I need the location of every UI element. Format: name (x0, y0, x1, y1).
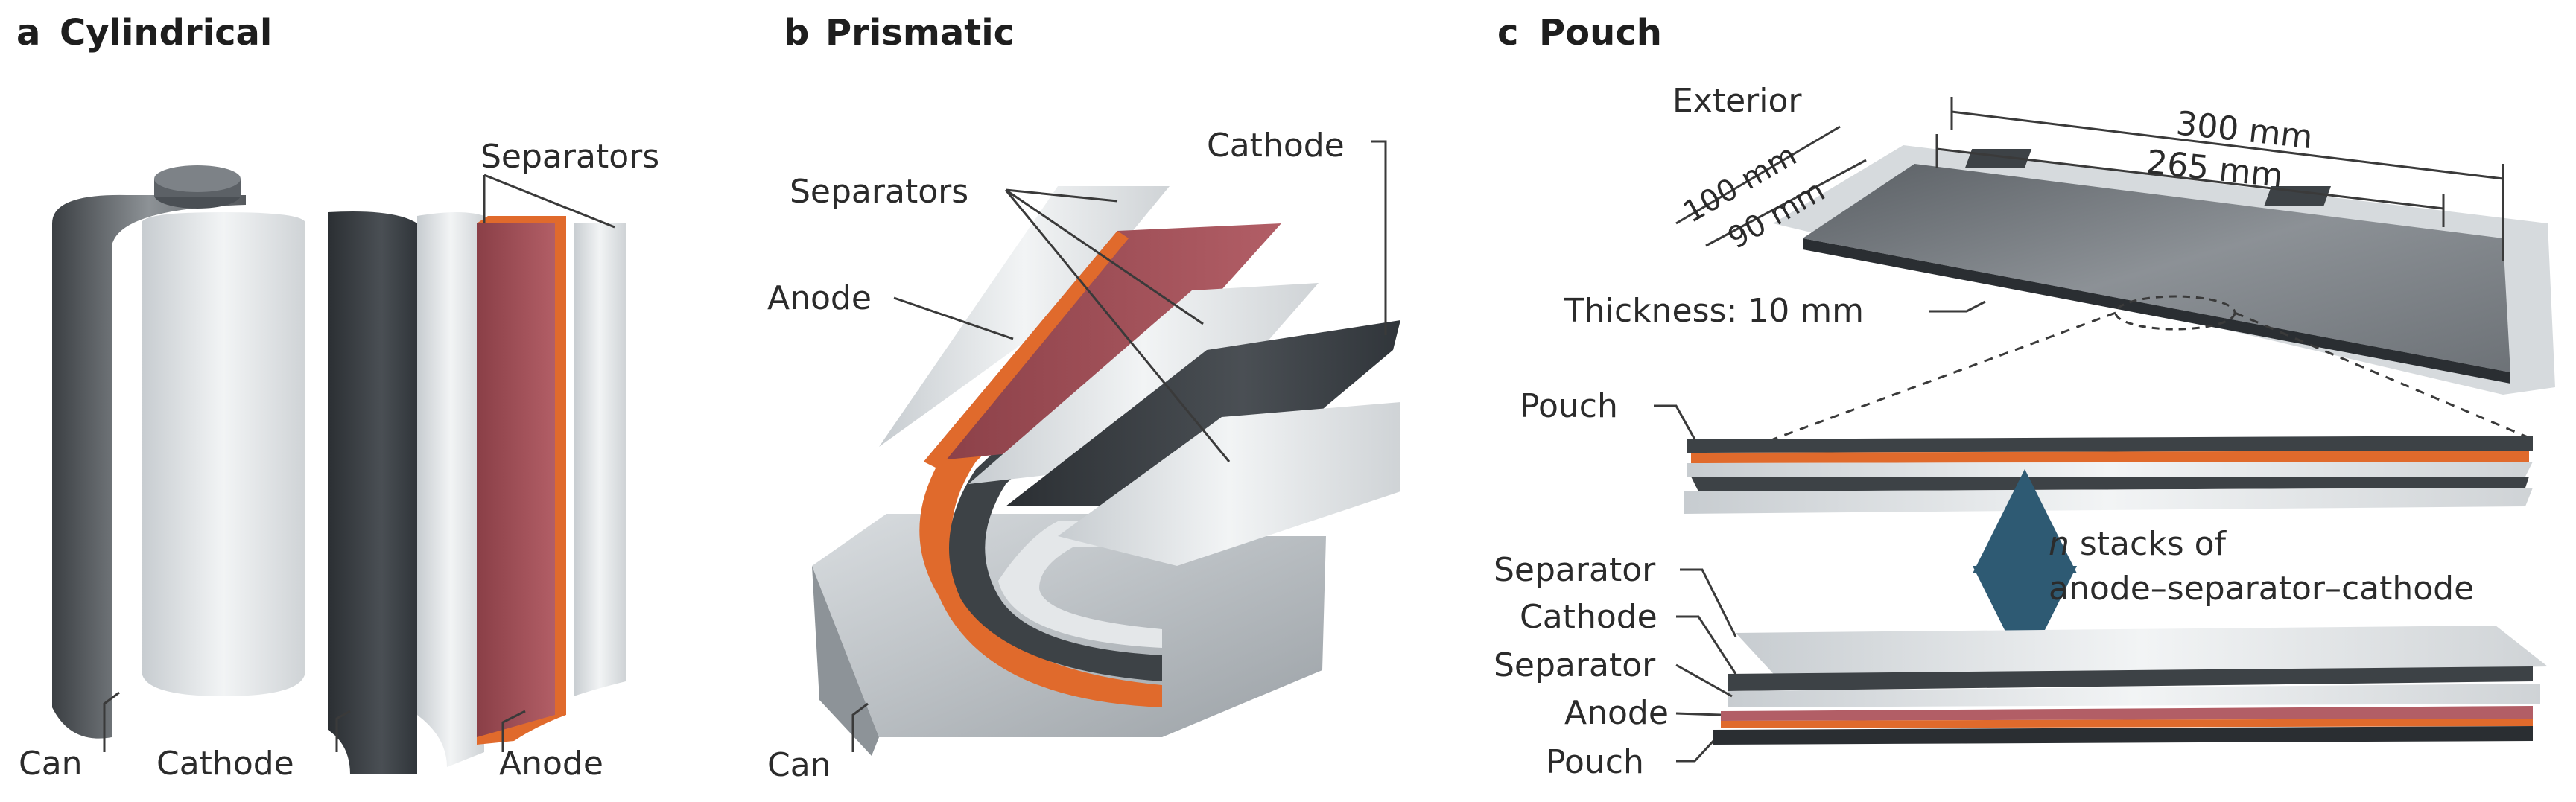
label-prism-can: Can (767, 746, 831, 784)
label-pouch-exterior: Exterior (1672, 82, 1802, 120)
cyl-can-shape (52, 194, 246, 739)
cyl-core-roll (142, 212, 305, 696)
prism-separator-3 (1058, 402, 1400, 566)
label-stacks-rest: stacks of (2069, 525, 2227, 563)
cyl-cathode-sheet (328, 211, 417, 774)
label-cyl-anode: Anode (499, 745, 603, 783)
label-cyl-separators: Separators (480, 138, 659, 176)
leader-layer-pouch (1676, 739, 1715, 763)
leader-cyl-anode (501, 710, 526, 752)
stack-lower-separator-top (1736, 626, 2548, 681)
label-prism-cathode: Cathode (1207, 127, 1345, 165)
prism-anode-sheet (924, 223, 1281, 462)
cyl-terminal-cap (154, 165, 241, 192)
pouch-zoom-line-right (2234, 311, 2534, 441)
stack-upper-cathode (1691, 477, 2529, 491)
leader-layer-cathode (1676, 615, 1737, 675)
leader-cyl-cathode (335, 710, 351, 752)
label-stacks-line2: anode–separator–cathode (2049, 570, 2474, 608)
cylindrical-cell-illustration (52, 165, 626, 774)
pouch-body-edge (1803, 238, 2510, 384)
dim-300-line (1951, 110, 2504, 180)
stack-upper-separator-2 (1684, 488, 2533, 514)
label-layer-cathode: Cathode (1520, 598, 1657, 636)
stack-upper-copper (1691, 451, 2529, 463)
pouch-body-top (1803, 164, 2510, 372)
leader-prism-anode (893, 296, 1014, 340)
cyl-separator-sheet-2 (574, 223, 626, 696)
leader-layer-separator-1 (1680, 568, 1737, 637)
panel-c-letter: c (1497, 12, 1518, 54)
label-stacks-line1: n stacks of (2049, 525, 2227, 563)
leader-pouch-top (1654, 404, 1696, 440)
prism-fold-inner (998, 521, 1177, 648)
panel-b-title: Prismatic (825, 12, 1015, 54)
label-stacks-n: n (2049, 525, 2069, 563)
cyl-anode-sheet (477, 223, 555, 737)
label-cyl-cathode: Cathode (156, 745, 294, 783)
label-pouch-thickness: Thickness: 10 mm (1564, 292, 1864, 330)
leader-prism-cathode (1371, 140, 1387, 335)
label-layer-separator-2: Separator (1494, 646, 1656, 684)
leader-prism-separators-2 (1005, 188, 1204, 325)
pouch-zoom-line-left (1772, 311, 2116, 441)
panel-a-letter: a (16, 12, 40, 54)
stack-lower-copper (1721, 719, 2533, 728)
prism-anode-edge (924, 231, 1129, 469)
dim-100-line (1675, 125, 1841, 225)
label-prism-anode: Anode (767, 279, 872, 317)
leader-layer-separator-2 (1675, 663, 1733, 698)
prism-cathode-sheet (1006, 320, 1400, 506)
leader-layer-anode (1675, 712, 1722, 716)
cyl-separator-sheet-1 (417, 212, 484, 767)
stack-lower-cathode (1728, 666, 2533, 691)
stack-upper-separator (1687, 462, 2533, 477)
label-layer-separator-1: Separator (1494, 551, 1656, 589)
leader-cyl-separators-2 (483, 174, 615, 229)
pouch-cell-illustration (1684, 145, 2555, 745)
stack-upper-pouch (1687, 436, 2533, 453)
panel-a-title: Cylindrical (60, 12, 272, 54)
panel-c-title: Pouch (1539, 12, 1662, 54)
stack-lower-separator (1728, 684, 2540, 707)
stack-lower-anode (1721, 706, 2533, 721)
prismatic-cell-illustration (812, 186, 1400, 756)
dim-265-line (1936, 147, 2444, 210)
label-layer-anode: Anode (1564, 694, 1669, 732)
leader-pouch-thickness (1929, 300, 1986, 313)
label-cyl-can: Can (19, 745, 83, 783)
label-pouch-top: Pouch (1520, 387, 1618, 425)
leader-prism-can (851, 702, 869, 752)
leader-prism-separators-1 (1005, 188, 1118, 203)
stack-lower-pouch (1713, 726, 2533, 745)
panel-b-letter: b (784, 12, 809, 54)
leader-cyl-can (103, 691, 120, 752)
prism-separator-2 (968, 283, 1319, 484)
pouch-tab-2 (2264, 186, 2332, 206)
label-layer-pouch: Pouch (1546, 743, 1644, 781)
dim-90-line (1705, 159, 1867, 247)
label-prism-separators: Separators (790, 173, 968, 211)
leader-prism-separators-3 (1004, 189, 1231, 462)
